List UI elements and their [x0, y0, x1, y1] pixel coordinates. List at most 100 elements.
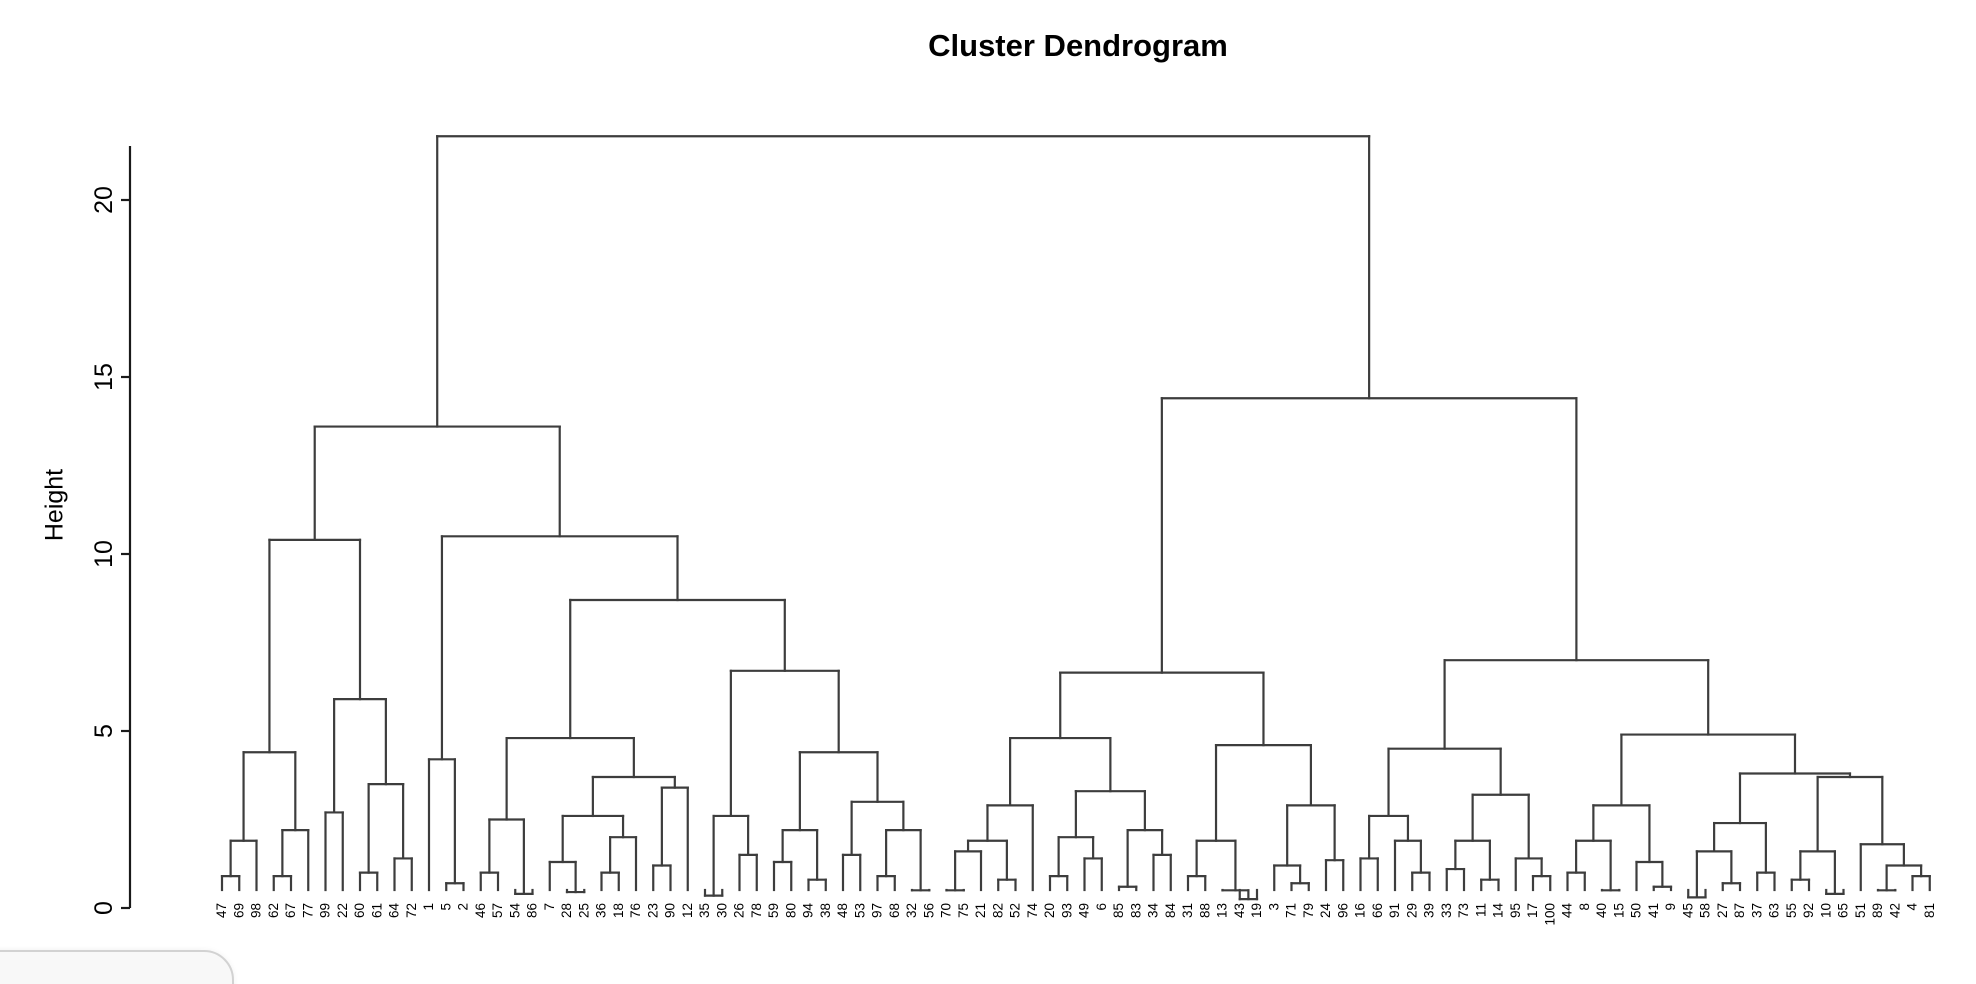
leaf-label: 87 — [1732, 903, 1747, 918]
leaf-label: 25 — [576, 903, 591, 918]
leaf-label: 19 — [1249, 903, 1264, 918]
leaf-label: 41 — [1646, 903, 1661, 918]
leaf-label: 93 — [1059, 903, 1074, 918]
leaf-label: 84 — [1163, 903, 1178, 919]
leaf-label: 5 — [438, 903, 453, 911]
leaf-label: 64 — [387, 903, 402, 919]
leaf-label: 26 — [732, 903, 747, 918]
leaf-label: 2 — [456, 903, 471, 911]
leaf-label: 17 — [1525, 903, 1540, 918]
leaf-label: 50 — [1629, 903, 1644, 918]
leaf-label: 24 — [1318, 903, 1333, 919]
y-tick-label: 20 — [90, 186, 118, 214]
leaf-label: 51 — [1853, 903, 1868, 918]
leaf-label: 15 — [1611, 903, 1626, 918]
leaf-label: 9 — [1663, 903, 1678, 911]
leaf-label: 45 — [1680, 903, 1695, 918]
leaf-label: 23 — [645, 903, 660, 918]
leaf-label: 82 — [990, 903, 1005, 918]
leaf-label: 58 — [1698, 903, 1713, 918]
leaf-label: 30 — [714, 903, 729, 918]
leaf-label: 72 — [404, 903, 419, 918]
leaf-label: 97 — [870, 903, 885, 918]
leaf-label: 34 — [1146, 903, 1161, 919]
leaf-label: 68 — [887, 903, 902, 918]
leaf-label: 70 — [939, 903, 954, 918]
leaf-label: 4 — [1905, 903, 1920, 911]
leaf-label: 96 — [1335, 903, 1350, 918]
leaf-label: 59 — [766, 903, 781, 918]
leaf-label: 33 — [1439, 903, 1454, 918]
leaf-label: 38 — [818, 903, 833, 918]
leaf-label: 80 — [783, 903, 798, 918]
leaf-label: 85 — [1111, 903, 1126, 918]
leaf-label: 91 — [1387, 903, 1402, 918]
leaf-label: 31 — [1180, 903, 1195, 918]
leaf-label: 79 — [1301, 903, 1316, 918]
leaf-label: 37 — [1749, 903, 1764, 918]
leaf-label: 83 — [1128, 903, 1143, 918]
leaf-label: 20 — [1042, 903, 1057, 918]
leaf-label: 8 — [1577, 903, 1592, 911]
leaf-label: 88 — [1197, 903, 1212, 918]
leaf-label: 60 — [352, 903, 367, 918]
leaf-label: 7 — [542, 903, 557, 911]
leaf-label: 36 — [594, 903, 609, 918]
leaf-label: 6 — [1094, 903, 1109, 911]
leaf-label: 14 — [1491, 903, 1506, 919]
leaf-label: 69 — [231, 903, 246, 918]
leaf-label: 56 — [921, 903, 936, 918]
leaf-label: 39 — [1422, 903, 1437, 918]
leaf-label: 100 — [1542, 903, 1557, 926]
leaf-label: 49 — [1077, 903, 1092, 918]
leaf-label: 89 — [1870, 903, 1885, 918]
leaf-label: 92 — [1801, 903, 1816, 918]
leaf-label: 1 — [421, 903, 436, 911]
y-tick-label: 10 — [90, 540, 118, 568]
leaf-label: 76 — [628, 903, 643, 918]
bottom-left-corner-overlay — [0, 950, 234, 984]
leaf-label: 62 — [266, 903, 281, 918]
y-tick-label: 5 — [90, 724, 118, 738]
leaf-label: 35 — [697, 903, 712, 918]
leaf-label: 99 — [318, 903, 333, 918]
leaf-label: 21 — [973, 903, 988, 918]
leaf-label: 27 — [1715, 903, 1730, 918]
y-tick-label: 15 — [90, 363, 118, 391]
leaf-label: 28 — [559, 903, 574, 918]
leaf-label: 71 — [1284, 903, 1299, 918]
leaf-label: 90 — [663, 903, 678, 918]
dendrogram-tree — [220, 135, 1931, 901]
leaf-label: 11 — [1473, 903, 1488, 917]
leaf-label: 54 — [507, 903, 522, 919]
leaf-label: 81 — [1922, 903, 1937, 918]
leaf-label: 29 — [1404, 903, 1419, 918]
leaf-label: 44 — [1560, 903, 1575, 919]
leaf-label: 94 — [801, 903, 816, 919]
leaf-label: 32 — [904, 903, 919, 918]
leaf-label: 75 — [956, 903, 971, 918]
leaf-label: 61 — [369, 903, 384, 918]
leaf-label: 74 — [1025, 903, 1040, 919]
leaf-label: 53 — [852, 903, 867, 918]
leaf-label: 16 — [1353, 903, 1368, 918]
leaf-label: 57 — [490, 903, 505, 918]
y-tick-label: 0 — [90, 901, 118, 915]
chart-title: Cluster Dendrogram — [928, 28, 1228, 63]
leaf-label: 65 — [1836, 903, 1851, 918]
leaf-label: 47 — [214, 903, 229, 918]
leaf-label: 13 — [1215, 903, 1230, 918]
leaf-label: 42 — [1887, 903, 1902, 918]
leaf-label: 98 — [249, 903, 264, 918]
leaf-label: 77 — [300, 903, 315, 918]
leaf-label: 40 — [1594, 903, 1609, 918]
leaf-label: 12 — [680, 903, 695, 918]
leaf-label: 73 — [1456, 903, 1471, 918]
leaf-label: 48 — [835, 903, 850, 918]
leaf-label: 10 — [1818, 903, 1833, 918]
leaf-label: 52 — [1008, 903, 1023, 918]
leaf-label: 67 — [283, 903, 298, 918]
leaf-label: 22 — [335, 903, 350, 918]
